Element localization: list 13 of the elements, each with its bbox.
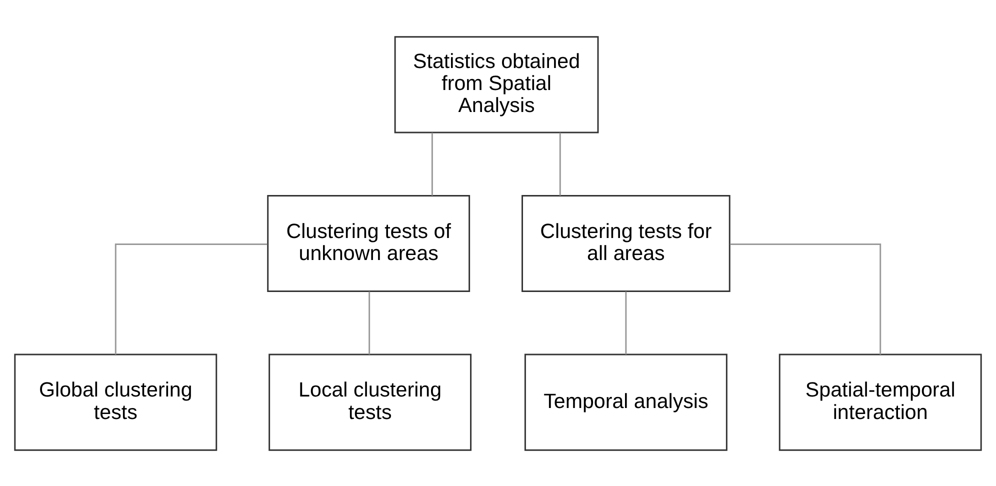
node-box: Statistics obtained from Spatial Analysis	[394, 36, 599, 133]
connector	[625, 291, 627, 354]
node-box: Local clustering tests	[268, 353, 472, 450]
connector	[730, 243, 882, 354]
node-box: Temporal analysis	[524, 353, 728, 450]
node-box: Clustering tests for all areas	[522, 194, 730, 292]
node-box: Spatial-temporal interaction	[778, 353, 982, 450]
connector	[559, 132, 561, 196]
connector	[431, 132, 433, 196]
connector	[368, 291, 370, 354]
node-box: Global clustering tests	[14, 353, 218, 450]
connector	[114, 243, 268, 354]
node-box: Clustering tests of unknown areas	[267, 194, 470, 292]
